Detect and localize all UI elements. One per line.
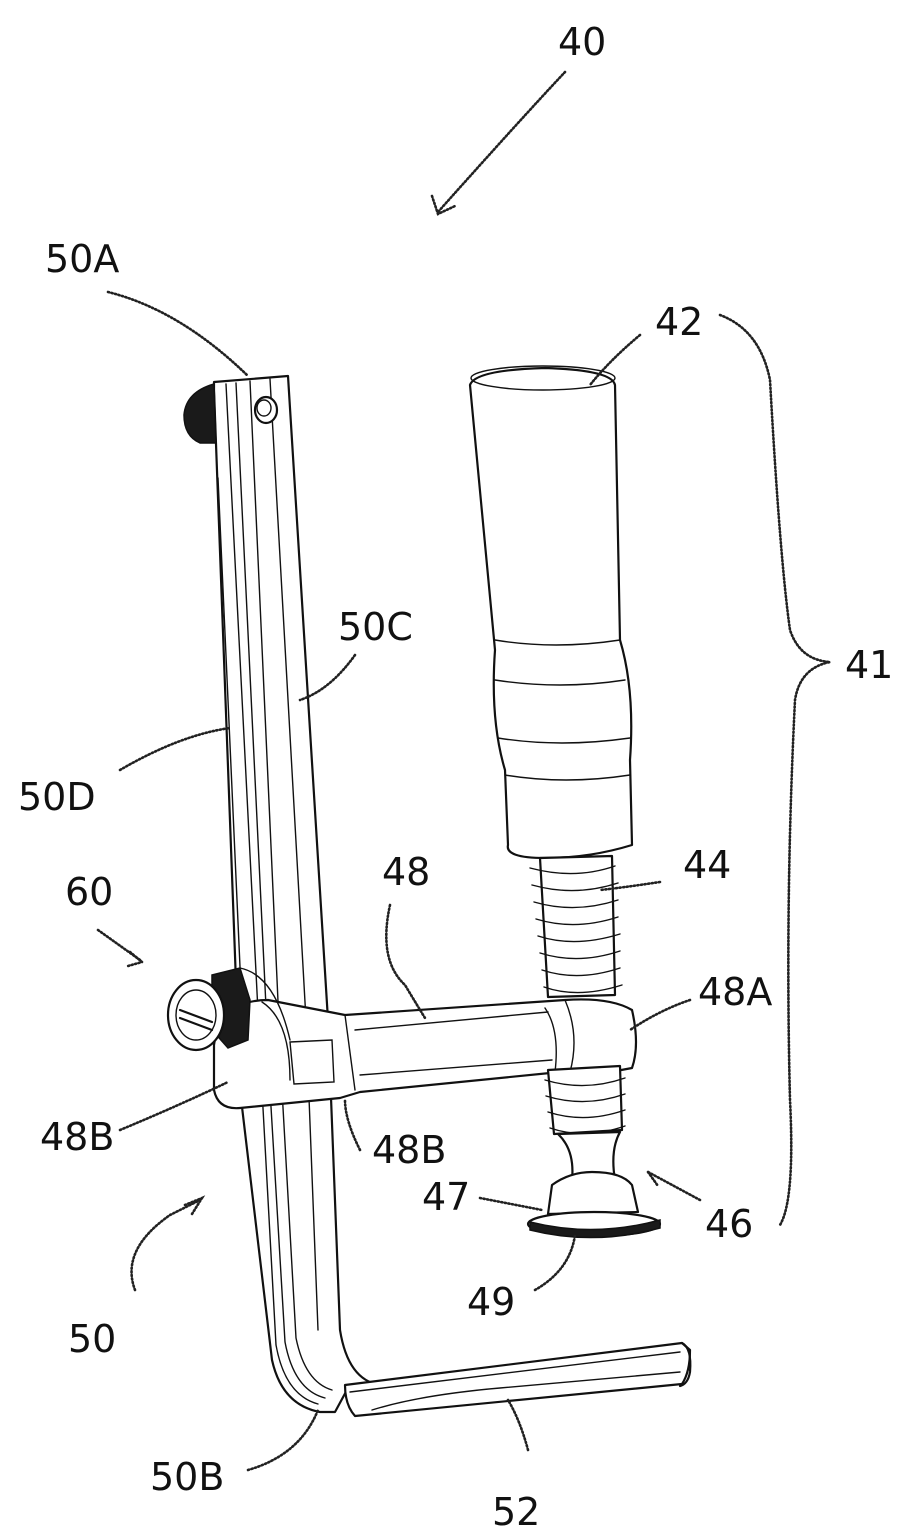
swivel-pad — [528, 1132, 660, 1238]
label-48B-left: 48B — [40, 1115, 114, 1159]
label-41: 41 — [845, 643, 893, 687]
label-48B-right: 48B — [372, 1128, 446, 1172]
threaded-spindle — [530, 856, 625, 1134]
clamp-bar — [184, 376, 380, 1412]
handle — [470, 366, 632, 858]
label-50D: 50D — [18, 775, 96, 819]
label-60: 60 — [65, 870, 113, 914]
label-52: 52 — [492, 1490, 540, 1534]
label-40: 40 — [558, 20, 606, 64]
label-48: 48 — [382, 850, 430, 894]
leader-lines — [98, 72, 830, 1470]
label-50C: 50C — [338, 605, 413, 649]
label-50A: 50A — [45, 237, 119, 281]
label-44: 44 — [683, 843, 731, 887]
label-50B: 50B — [150, 1455, 224, 1499]
label-48A: 48A — [698, 970, 772, 1014]
label-49: 49 — [467, 1280, 515, 1324]
label-46: 46 — [705, 1202, 753, 1246]
label-50: 50 — [68, 1317, 116, 1361]
label-42: 42 — [655, 300, 703, 344]
reference-labels: 40 50A 42 41 50C 50D 60 48 44 48A 48B 48… — [18, 20, 893, 1534]
fixed-jaw — [345, 1343, 690, 1416]
label-47: 47 — [422, 1175, 470, 1219]
